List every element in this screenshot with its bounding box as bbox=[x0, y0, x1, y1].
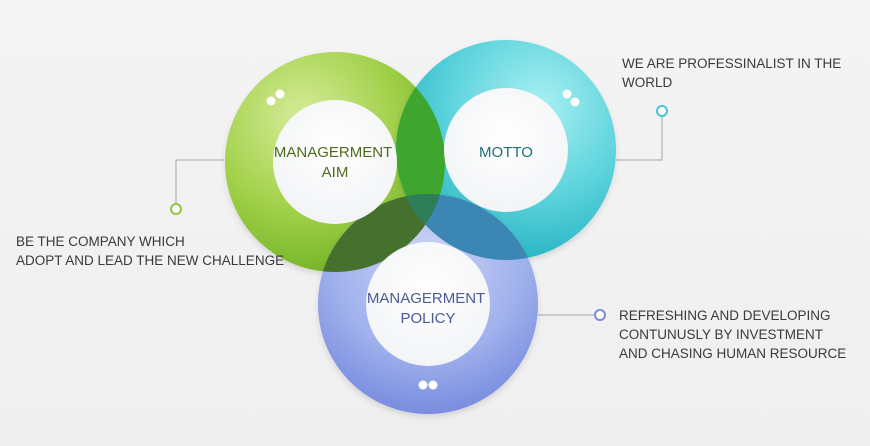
note-policy-line-1: REFRESHING AND DEVELOPING bbox=[619, 308, 831, 323]
note-aim-line-2: ADOPT AND LEAD THE NEW CHALLENGE bbox=[16, 253, 285, 268]
conn-aim-line bbox=[175, 159, 224, 209]
inner-aim bbox=[273, 100, 397, 224]
dots-motto-icon bbox=[562, 89, 580, 107]
overlap-aim-policy bbox=[318, 194, 445, 272]
overlap-motto-policy bbox=[396, 194, 538, 260]
connector-aim bbox=[170, 159, 224, 215]
label-aim: MANAGERMENT AIM bbox=[274, 144, 396, 181]
note-motto: WE ARE PROFESSINALIST IN THE WORLD bbox=[622, 54, 841, 92]
note-policy-line-3: AND CHASING HUMAN RESOURCE bbox=[619, 346, 847, 361]
note-aim: BE THE COMPANY WHICH ADOPT AND LEAD THE … bbox=[16, 232, 284, 270]
label-motto: MOTTO bbox=[479, 144, 533, 161]
note-aim-line-1: BE THE COMPANY WHICH bbox=[16, 234, 185, 249]
note-motto-line-1: WE ARE PROFESSINALIST IN THE bbox=[622, 56, 842, 71]
marker-policy-icon bbox=[594, 309, 606, 321]
connector-policy bbox=[538, 309, 606, 321]
note-motto-line-2: WORLD bbox=[622, 75, 673, 90]
dots-policy-icon bbox=[418, 380, 438, 390]
label-policy: MANAGERMENT POLICY bbox=[367, 290, 489, 327]
connector-motto bbox=[616, 105, 668, 161]
inner-policy bbox=[366, 242, 490, 366]
marker-aim-icon bbox=[170, 203, 182, 215]
dots-aim-icon bbox=[266, 89, 285, 106]
marker-motto-icon bbox=[656, 105, 668, 117]
note-policy-line-2: CONTUNUSLY BY INVESTMENT bbox=[619, 327, 824, 342]
note-policy: REFRESHING AND DEVELOPING CONTUNUSLY BY … bbox=[619, 306, 846, 363]
inner-motto bbox=[444, 88, 568, 212]
conn-motto-line bbox=[616, 111, 663, 161]
